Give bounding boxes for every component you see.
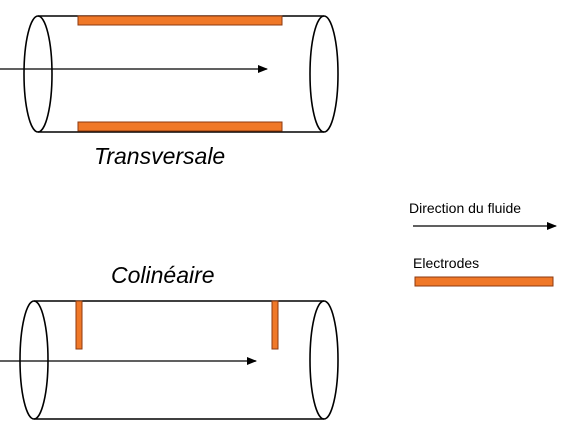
electrode-downstream [271, 300, 279, 350]
legend-electrode-label: Electrodes [413, 255, 480, 271]
pipe-inlet-ellipse [23, 15, 53, 133]
colinear-caption: Colinéaire [111, 262, 215, 288]
pipe-outlet-ellipse [309, 300, 339, 420]
legend-flow-label: Direction du fluide [409, 200, 522, 216]
pipe-inlet-ellipse [19, 300, 49, 420]
transversal-pipe [0, 15, 339, 133]
pipe-outlet-ellipse [309, 15, 339, 133]
electrode-bar-icon [414, 276, 554, 287]
legend [413, 222, 557, 287]
electrode-upstream [75, 300, 83, 350]
electrode-bottom [77, 121, 283, 132]
electrode-top [77, 15, 283, 26]
colinear-pipe [0, 300, 339, 420]
transversal-caption: Transversale [94, 143, 226, 169]
